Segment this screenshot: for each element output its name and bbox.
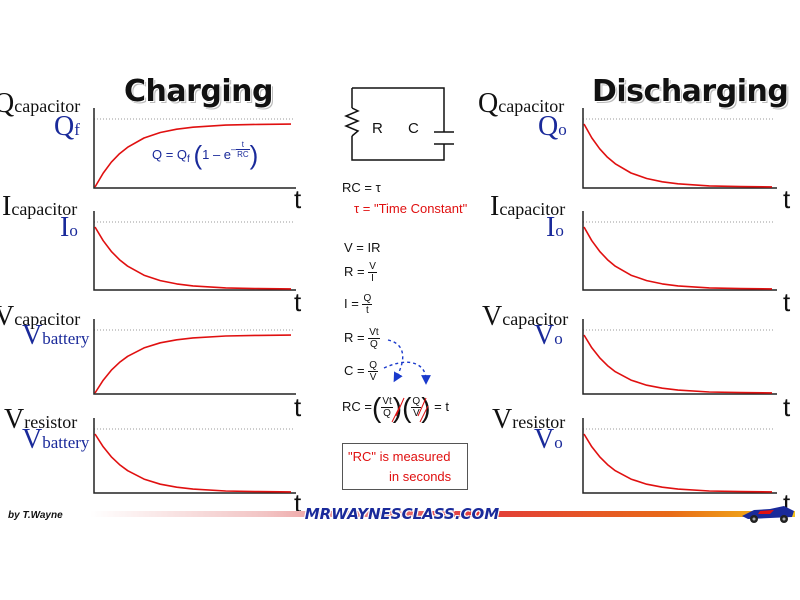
cancel-slash-2 xyxy=(391,405,401,423)
i-capacitor-label-left: Icapacitor xyxy=(2,191,78,222)
eq-v-ir: V = IR xyxy=(344,240,381,255)
q-final-label: Qf xyxy=(54,111,80,142)
graph-8-axes xyxy=(582,418,777,494)
cancel-slash-4 xyxy=(419,405,429,423)
graph-7-curve xyxy=(583,334,773,394)
discharging-heading: Discharging xyxy=(592,74,789,109)
graph-7-axes xyxy=(582,319,777,395)
rc-circuit-diagram: R C xyxy=(344,87,454,161)
site-link[interactable]: MRWAYNESCLASS.COM xyxy=(304,505,500,523)
graph-8-curve xyxy=(583,433,773,493)
graph-3-axes xyxy=(93,319,296,395)
graph-5-axes xyxy=(582,108,777,189)
graph-3-curve xyxy=(94,334,292,394)
graph-6-curve xyxy=(583,226,773,290)
t-axis-label-5: t xyxy=(783,184,791,214)
q-capacitor-label-left: Qcapacitor xyxy=(0,88,81,119)
i-initial-label-left: Io xyxy=(60,212,78,243)
arrow-q-v xyxy=(383,361,431,385)
v-battery-label-2: Vbattery xyxy=(22,424,90,455)
graph-4-curve xyxy=(94,433,292,493)
q-capacitor-label-right: Qcapacitor xyxy=(478,88,565,119)
t-axis-label-6: t xyxy=(783,287,791,317)
t-axis-label-8: t xyxy=(783,488,791,518)
q-initial-label: Qo xyxy=(538,111,567,142)
footer-bar xyxy=(90,511,795,517)
resistor-label: R xyxy=(372,120,383,137)
v-initial-label-2: Vo xyxy=(534,424,563,455)
t-axis-label-1: t xyxy=(294,184,302,214)
circuit-wire xyxy=(351,87,445,161)
t-axis-label-4: t xyxy=(294,488,302,518)
arrow-vt-q xyxy=(387,339,404,383)
rc-seconds-note: "RC" is measured in seconds xyxy=(342,443,468,490)
t-axis-label-3: t xyxy=(294,392,302,422)
v-capacitor-label-right: Vcapacitor xyxy=(482,301,569,332)
graph-1-curve xyxy=(94,123,292,188)
charging-heading: Charging xyxy=(124,74,274,109)
v-capacitor-label-left: Vcapacitor xyxy=(0,301,81,332)
graph-1-axes xyxy=(93,108,296,189)
capacitor-label: C xyxy=(408,120,419,137)
cancel-slash-3 xyxy=(417,397,427,417)
t-axis-label-2: t xyxy=(294,287,302,317)
race-car-icon xyxy=(742,506,794,523)
t-axis-label-7: t xyxy=(783,392,791,422)
i-capacitor-label-right: Icapacitor xyxy=(490,191,566,222)
eq-rc-tau: RC = τ xyxy=(342,180,381,195)
v-resistor-label-left: Vresistor xyxy=(4,404,78,435)
graph-2-axes xyxy=(93,211,296,291)
author-byline: by T.Wayne xyxy=(8,510,63,521)
substitution-arrows xyxy=(383,339,431,423)
v-resistor-label-right: Vresistor xyxy=(492,404,566,435)
graph-6-axes xyxy=(582,211,777,291)
graph-4-axes xyxy=(93,418,296,494)
eq-time-constant: τ = "Time Constant" xyxy=(354,201,468,216)
i-initial-label-right: Io xyxy=(546,212,564,243)
v-initial-label-1: Vo xyxy=(534,320,563,351)
graph-2-curve xyxy=(94,226,292,290)
graph-5-curve xyxy=(583,123,773,188)
resistor-icon xyxy=(344,107,360,137)
v-battery-label-1: Vbattery xyxy=(22,320,90,351)
